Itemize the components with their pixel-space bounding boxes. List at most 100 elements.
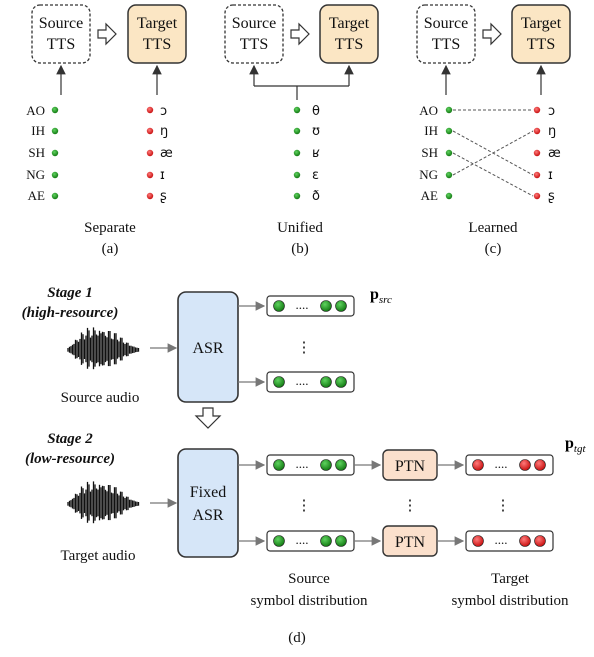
target-tts-box xyxy=(511,4,571,64)
red-dot xyxy=(146,149,154,157)
green-dot xyxy=(445,106,453,114)
symbol-label: ɔ xyxy=(548,104,555,119)
target-tts-box xyxy=(127,4,187,64)
symbol-label: ɛ xyxy=(312,168,319,183)
symbol-label: IH xyxy=(424,123,438,138)
target-tts-box xyxy=(319,4,379,64)
symbol-label: ɪ xyxy=(160,168,165,183)
target-tts-label-1: Target xyxy=(521,15,562,32)
asr-box xyxy=(177,291,239,403)
source-tts-label-1: Source xyxy=(424,15,468,32)
vertical-ellipsis: ⋮ xyxy=(297,340,312,356)
panel-caption: Separate xyxy=(84,220,136,236)
source-tts-label-2: TTS xyxy=(432,36,460,53)
ellipsis: .... xyxy=(495,532,508,547)
source-distribution-top: .... xyxy=(266,454,355,476)
panel-caption: Unified xyxy=(277,220,323,236)
vertical-ellipsis: ⋮ xyxy=(496,498,511,514)
green-dot xyxy=(445,127,453,135)
green-dot xyxy=(293,127,301,135)
red-dot xyxy=(146,171,154,179)
symbol-label: ʊ xyxy=(312,124,320,139)
green-dot xyxy=(445,192,453,200)
ptn-label: PTN xyxy=(395,458,426,475)
stage-2-title: Stage 2 xyxy=(47,431,93,447)
green-dot xyxy=(293,192,301,200)
target-dist-caption-2: symbol distribution xyxy=(451,593,569,609)
source-tts-label-1: Source xyxy=(39,15,83,32)
green-dot xyxy=(293,106,301,114)
green-dot xyxy=(51,192,59,200)
red-dot xyxy=(533,127,541,135)
ellipsis: .... xyxy=(296,532,309,547)
hollow-arrow-icon xyxy=(97,22,117,46)
symbol-label: ɪ xyxy=(548,168,553,183)
stage-1: Stage 1 (high-resource) Source audio ASR… xyxy=(22,285,392,429)
stage-1-title: Stage 1 xyxy=(47,285,92,301)
source-tts-label-2: TTS xyxy=(47,36,75,53)
ellipsis: .... xyxy=(296,297,309,312)
red-dot xyxy=(533,106,541,114)
waveform-icon xyxy=(67,481,140,524)
green-dot xyxy=(51,106,59,114)
red-dot xyxy=(146,106,154,114)
green-dot xyxy=(51,127,59,135)
green-dot xyxy=(51,149,59,157)
red-dot xyxy=(533,149,541,157)
green-dot xyxy=(293,171,301,179)
target-dist-caption-1: Target xyxy=(491,571,530,587)
asr-label: ASR xyxy=(192,340,223,357)
panel-letter: (b) xyxy=(291,241,309,257)
source-dist-caption-1: Source xyxy=(288,571,330,587)
panel-separate: Source TTS Target TTS AO IH SH NG AE ɔ ŋ… xyxy=(26,4,187,257)
stage-2-subtitle: (low-resource) xyxy=(25,451,115,467)
target-tts-label-2: TTS xyxy=(143,36,171,53)
source-tts-box xyxy=(224,4,284,64)
red-dot xyxy=(146,192,154,200)
stage-2: Stage 2 (low-resource) Target audio Fixe… xyxy=(25,431,586,609)
waveform-icon xyxy=(67,327,140,370)
panel-learned: Source TTS Target TTS AO IH SH NG AE ɔ ŋ xyxy=(416,4,571,257)
symbol-label: ŋ xyxy=(160,124,168,139)
mapping-lines xyxy=(452,109,534,197)
green-dot xyxy=(51,171,59,179)
target-tts-label-1: Target xyxy=(137,15,178,32)
source-tts-label-1: Source xyxy=(232,15,276,32)
hollow-arrow-icon xyxy=(482,22,502,46)
symbol-label: ŋ xyxy=(548,124,556,139)
source-audio-label: Source audio xyxy=(61,390,140,406)
target-tts-label-2: TTS xyxy=(527,36,555,53)
symbol-label: æ xyxy=(548,146,561,161)
symbol-label: NG xyxy=(419,167,438,182)
panel-caption: Learned xyxy=(468,220,518,236)
panel-letter-d: (d) xyxy=(288,630,306,646)
green-dot xyxy=(445,171,453,179)
panel-unified: Source TTS Target TTS θ ʊ ʁ ɛ ð Unified … xyxy=(224,4,379,257)
symbol-label: IH xyxy=(31,123,45,138)
ellipsis: .... xyxy=(296,456,309,471)
ellipsis: .... xyxy=(495,456,508,471)
symbol-label: θ xyxy=(312,104,320,119)
red-dot xyxy=(533,192,541,200)
red-dot xyxy=(533,171,541,179)
symbol-label: æ xyxy=(160,146,173,161)
source-dist-caption-2: symbol distribution xyxy=(250,593,368,609)
green-dot xyxy=(445,149,453,157)
source-tts-label-2: TTS xyxy=(240,36,268,53)
red-dot xyxy=(146,127,154,135)
p-src-label: psrc xyxy=(370,286,392,306)
symbol-label: SH xyxy=(421,145,438,160)
source-tts-box xyxy=(31,4,91,64)
panel-letter: (a) xyxy=(102,241,119,257)
symbol-label: SH xyxy=(28,145,45,160)
source-tts-box xyxy=(416,4,476,64)
ptn-label: PTN xyxy=(395,534,426,551)
source-distribution-top: .... xyxy=(266,295,355,317)
symbol-label: AE xyxy=(421,188,438,203)
fixed-asr-label-1: Fixed xyxy=(190,484,226,501)
symbol-label: AE xyxy=(28,188,45,203)
source-distribution-bottom: .... xyxy=(266,530,355,552)
vertical-ellipsis: ⋮ xyxy=(403,498,418,514)
vertical-ellipsis: ⋮ xyxy=(297,498,312,514)
ellipsis: .... xyxy=(296,373,309,388)
